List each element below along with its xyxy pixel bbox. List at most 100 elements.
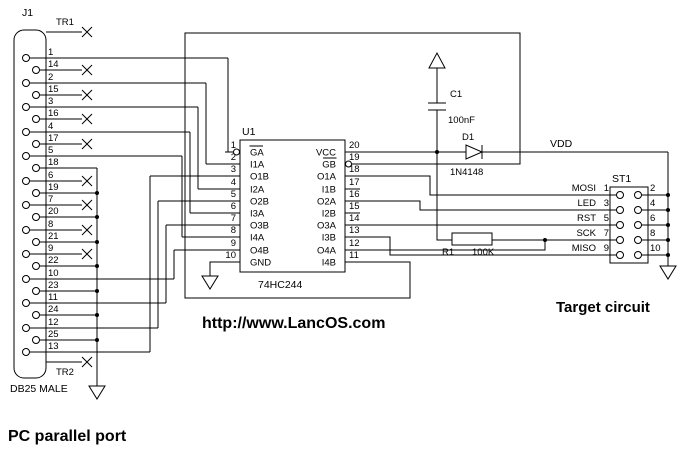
c1-value-label: 100nF <box>448 115 475 126</box>
u1-pin-9-name: O4B <box>250 246 269 257</box>
db25-pin-8 <box>22 226 30 234</box>
u1-pin-13-name: I3B <box>322 233 336 244</box>
junction-dot <box>666 223 670 227</box>
db25-male-label: DB25 MALE <box>10 383 68 395</box>
u1-pin-1-name: GA <box>250 148 264 159</box>
u1-pin-13-number: 13 <box>349 225 360 236</box>
db25-pin-7 <box>22 201 30 209</box>
db25-pin-1 <box>22 54 30 62</box>
db25-pin-5 <box>22 152 30 160</box>
db25-pin-19 <box>32 189 40 197</box>
u1-pin-7-name: O3B <box>250 221 269 232</box>
db25-pin-14 <box>32 66 40 74</box>
u1-pin-9-number: 9 <box>231 238 236 249</box>
ground-symbol <box>201 275 219 290</box>
u1-pin-10-number: 10 <box>225 250 236 261</box>
u1-pin-14-number: 14 <box>349 213 360 224</box>
wire-led <box>360 200 617 211</box>
wire-miso <box>360 236 617 256</box>
db25-pins-group: 1142153164175186197208219221023112412251… <box>22 47 240 356</box>
db25-pin-8-number: 8 <box>48 219 53 230</box>
signal-label-sck: SCK <box>576 228 596 239</box>
st1-pin-4 <box>634 206 642 214</box>
junction-dots-group <box>95 150 547 342</box>
db25-pin-23 <box>32 287 40 295</box>
nc-x-mark <box>81 138 93 150</box>
u1-pin-20-name: VCC <box>316 148 336 159</box>
db25-pin-21-number: 21 <box>48 231 59 242</box>
c1-capacitor-symbol <box>428 68 446 152</box>
db25-pin-3 <box>22 103 30 111</box>
u1-pin-6-number: 6 <box>231 201 236 212</box>
db25-pin-9 <box>22 250 30 258</box>
u1-pin-3-name: O1B <box>250 172 269 183</box>
junction-dot <box>95 338 99 342</box>
u1-gnd-wire <box>209 261 225 276</box>
tr2-label: TR2 <box>56 367 74 378</box>
shell-tabs <box>46 26 93 368</box>
db25-pin-15 <box>32 91 40 99</box>
st1-pin-3 <box>616 206 624 214</box>
u1-pin-11-name: I4B <box>322 258 336 269</box>
db25-pin-25-number: 25 <box>48 329 59 340</box>
db25-pin-12 <box>22 324 30 332</box>
r1-resistor-body <box>451 232 493 246</box>
db25-pin-17 <box>32 140 40 148</box>
db25-pin-22-number: 22 <box>48 255 59 266</box>
db25-pin-23-number: 23 <box>48 280 59 291</box>
u1-pin-11-number: 11 <box>349 250 359 261</box>
vdd-net-label: VDD <box>550 138 573 150</box>
lancos-url: http://www.LancOS.com <box>202 315 385 332</box>
junction-dot <box>435 150 439 154</box>
db25-pin-22 <box>32 262 40 270</box>
st1-ref-label: ST1 <box>612 173 631 185</box>
ground-symbol <box>88 385 106 400</box>
r1-leads-wire <box>436 152 617 241</box>
db25-pin-17-number: 17 <box>48 133 59 144</box>
st1-pin-10 <box>634 251 642 259</box>
st1-pin-6 <box>634 221 642 229</box>
target-circuit-title: Target circuit <box>556 299 650 316</box>
db25-connector-outline <box>13 29 47 379</box>
d1-ref-label: D1 <box>462 132 474 143</box>
u1-pin-14-name: O3A <box>317 221 337 232</box>
junction-dot <box>95 215 99 219</box>
u1-pin-4-name: I2A <box>250 185 265 196</box>
db25-pin-10-number: 10 <box>48 268 59 279</box>
db25-pin-16-number: 16 <box>48 108 59 119</box>
u1-pin-16-number: 16 <box>349 189 360 200</box>
st1-pin-4-number: 4 <box>650 198 655 209</box>
u1-pin-8-number: 8 <box>231 225 236 236</box>
st1-pin-2 <box>634 191 642 199</box>
db25-pin-20-number: 20 <box>48 206 59 217</box>
nc-x-mark <box>81 199 93 211</box>
ground-symbol <box>659 265 677 280</box>
st1-pin-7 <box>616 236 624 244</box>
nc-x-mark <box>81 64 93 76</box>
db25-pin-13 <box>22 348 30 356</box>
st1-pin-7-number: 7 <box>604 228 609 239</box>
r1-ref-label: R1 <box>442 247 454 258</box>
st1-pin-9-number: 9 <box>604 243 609 254</box>
db25-pin-24 <box>32 311 40 319</box>
db25-pin-18-number: 18 <box>48 157 59 168</box>
tr1-nc-x-mark <box>81 26 93 38</box>
u1-pin-19-name: GB <box>322 160 336 171</box>
u1-pin-12-name: O4A <box>317 246 337 257</box>
db25-pin-13-number: 13 <box>48 341 59 352</box>
u1-pin-18-number: 18 <box>349 164 360 175</box>
u1-pin-6-name: I3A <box>250 209 265 220</box>
u1-pins-group: 1GA2I1A3O1B4I2A5O2B6I3A7O3B8I4A9O4B10GND… <box>225 140 360 269</box>
db25-pin-12-number: 12 <box>48 317 59 328</box>
db25-pin-9-number: 9 <box>48 243 53 254</box>
u1-ref-label: U1 <box>242 126 256 138</box>
st1-pin-8-number: 8 <box>650 228 655 239</box>
st1-pin-1 <box>616 191 624 199</box>
u1-pin-8-name: I4A <box>250 233 265 244</box>
nc-x-mark <box>81 89 93 101</box>
u1-pin-18-name: O1A <box>317 172 337 183</box>
u1-pin-5-number: 5 <box>231 189 236 200</box>
junction-dot <box>95 289 99 293</box>
